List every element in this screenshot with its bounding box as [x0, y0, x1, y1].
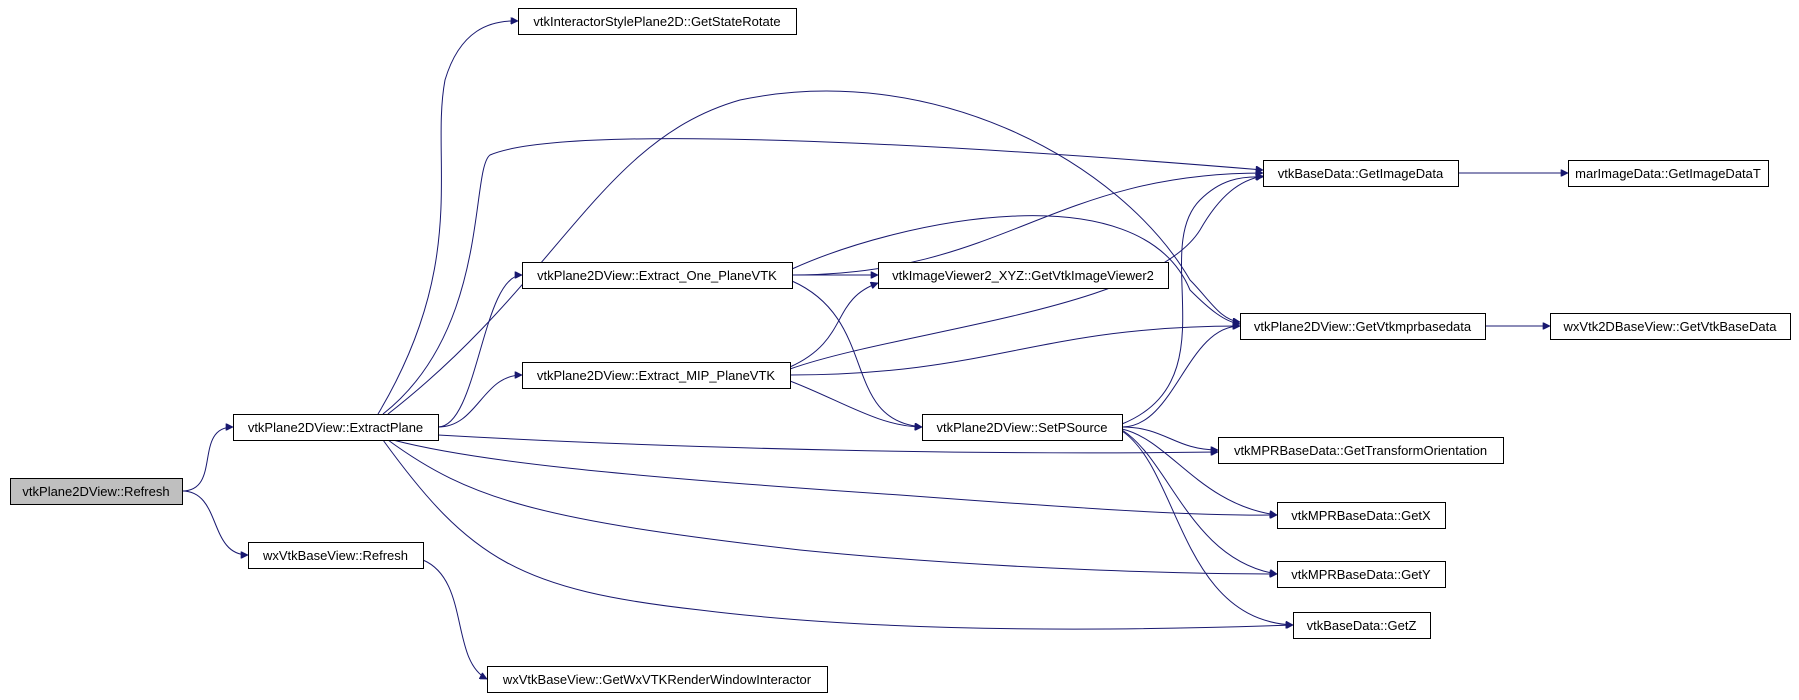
node-label: vtkPlane2DView::Extract_MIP_PlaneVTK — [537, 368, 776, 383]
edge-extractplane-to-getimagedata — [382, 138, 1263, 415]
node-getvtkmprbasedata[interactable]: vtkPlane2DView::GetVtkmprbasedata — [1240, 313, 1486, 340]
edge-extractplane-to-gettransform — [437, 434, 1218, 453]
edge-setpsource-to-gettransform — [1121, 426, 1218, 450]
edge-extractmip-to-getimageviewer2 — [789, 283, 878, 368]
node-getz[interactable]: vtkBaseData::GetZ — [1293, 612, 1431, 639]
edge-setpsource-to-getimagedata — [1121, 177, 1263, 425]
node-refresh[interactable]: vtkPlane2DView::Refresh — [10, 478, 183, 505]
edge-extractmip-to-getvtkmprbasedata — [789, 326, 1240, 376]
node-getimagedata[interactable]: vtkBaseData::GetImageData — [1263, 160, 1459, 187]
node-wxrefresh[interactable]: wxVtkBaseView::Refresh — [248, 542, 424, 569]
node-label: vtkBaseData::GetZ — [1307, 618, 1417, 633]
node-extractplane[interactable]: vtkPlane2DView::ExtractPlane — [233, 414, 439, 441]
edge-extractone-to-getvtkmprbasedata — [791, 215, 1240, 324]
edge-extractone-to-getimagedata — [791, 173, 1263, 276]
node-box — [1277, 561, 1446, 588]
edge-setpsource-to-getz — [1121, 430, 1293, 625]
node-label: vtkBaseData::GetImageData — [1278, 166, 1444, 181]
node-label: vtkMPRBaseData::GetX — [1291, 508, 1431, 523]
edges-layer — [181, 21, 1568, 680]
node-box — [248, 542, 424, 569]
node-box — [518, 8, 797, 35]
node-box — [1218, 437, 1504, 464]
edge-setpsource-to-gety — [1121, 429, 1277, 574]
node-box — [522, 362, 791, 389]
node-box — [522, 262, 793, 289]
node-box — [1263, 160, 1459, 187]
edge-extractplane-to-getx — [392, 439, 1277, 515]
node-label: vtkPlane2DView::Refresh — [22, 484, 169, 499]
node-box — [1568, 160, 1769, 187]
node-label: vtkImageViewer2_XYZ::GetVtkImageViewer2 — [892, 268, 1154, 283]
edge-extractmip-to-setpsource — [789, 380, 922, 427]
node-label: wxVtkBaseView::Refresh — [262, 548, 408, 563]
edge-extractplane-to-getvtkmprbasedata — [387, 90, 1240, 415]
node-getwxvtkrwi[interactable]: wxVtkBaseView::GetWxVTKRenderWindowInter… — [487, 666, 828, 693]
node-box — [1293, 612, 1431, 639]
node-label: vtkPlane2DView::Extract_One_PlaneVTK — [537, 268, 777, 283]
node-box — [922, 414, 1123, 441]
node-marimagedata[interactable]: marImageData::GetImageDataT — [1568, 160, 1769, 187]
edge-extractplane-to-getstaterotate — [377, 21, 518, 415]
node-getimageviewer2[interactable]: vtkImageViewer2_XYZ::GetVtkImageViewer2 — [878, 262, 1169, 289]
node-label: vtkPlane2DView::SetPSource — [936, 420, 1107, 435]
node-setpsource[interactable]: vtkPlane2DView::SetPSource — [922, 414, 1123, 441]
node-box — [233, 414, 439, 441]
node-extractone[interactable]: vtkPlane2DView::Extract_One_PlaneVTK — [522, 262, 793, 289]
edge-setpsource-to-getx — [1121, 428, 1277, 515]
node-box — [1277, 502, 1446, 529]
node-gety[interactable]: vtkMPRBaseData::GetY — [1277, 561, 1446, 588]
edge-refresh-to-extractplane — [181, 427, 233, 492]
node-box — [10, 478, 183, 505]
edge-wxrefresh-to-getwxvtkrwi — [422, 559, 487, 680]
node-getvtkbasedata[interactable]: wxVtk2DBaseView::GetVtkBaseData — [1550, 313, 1791, 340]
node-label: vtkInteractorStylePlane2D::GetStateRotat… — [533, 14, 780, 29]
node-gettransform[interactable]: vtkMPRBaseData::GetTransformOrientation — [1218, 437, 1504, 464]
node-getstaterotate[interactable]: vtkInteractorStylePlane2D::GetStateRotat… — [518, 8, 797, 35]
node-getx[interactable]: vtkMPRBaseData::GetX — [1277, 502, 1446, 529]
node-box — [1240, 313, 1486, 340]
node-extractmip[interactable]: vtkPlane2DView::Extract_MIP_PlaneVTK — [522, 362, 791, 389]
edge-extractplane-to-extractmip — [437, 375, 522, 428]
node-box — [878, 262, 1169, 289]
edge-extractone-to-setpsource — [791, 280, 922, 427]
edge-refresh-to-wxrefresh — [181, 490, 248, 555]
node-label: wxVtkBaseView::GetWxVTKRenderWindowInter… — [502, 672, 812, 687]
edge-extractplane-to-getz — [382, 439, 1293, 630]
edge-extractplane-to-gety — [387, 439, 1277, 574]
node-label: vtkMPRBaseData::GetTransformOrientation — [1234, 443, 1487, 458]
node-label: vtkPlane2DView::GetVtkmprbasedata — [1254, 319, 1472, 334]
edge-extractplane-to-extractone — [437, 275, 522, 428]
node-label: marImageData::GetImageDataT — [1575, 166, 1761, 181]
nodes-layer: vtkPlane2DView::Refresh vtkPlane2DView::E… — [10, 8, 1791, 693]
node-box — [1550, 313, 1791, 340]
edge-setpsource-to-getvtkmprbasedata — [1121, 326, 1240, 428]
node-label: vtkPlane2DView::ExtractPlane — [248, 420, 423, 435]
node-label: vtkMPRBaseData::GetY — [1291, 567, 1431, 582]
node-box — [487, 666, 828, 693]
node-label: wxVtk2DBaseView::GetVtkBaseData — [1563, 319, 1778, 334]
